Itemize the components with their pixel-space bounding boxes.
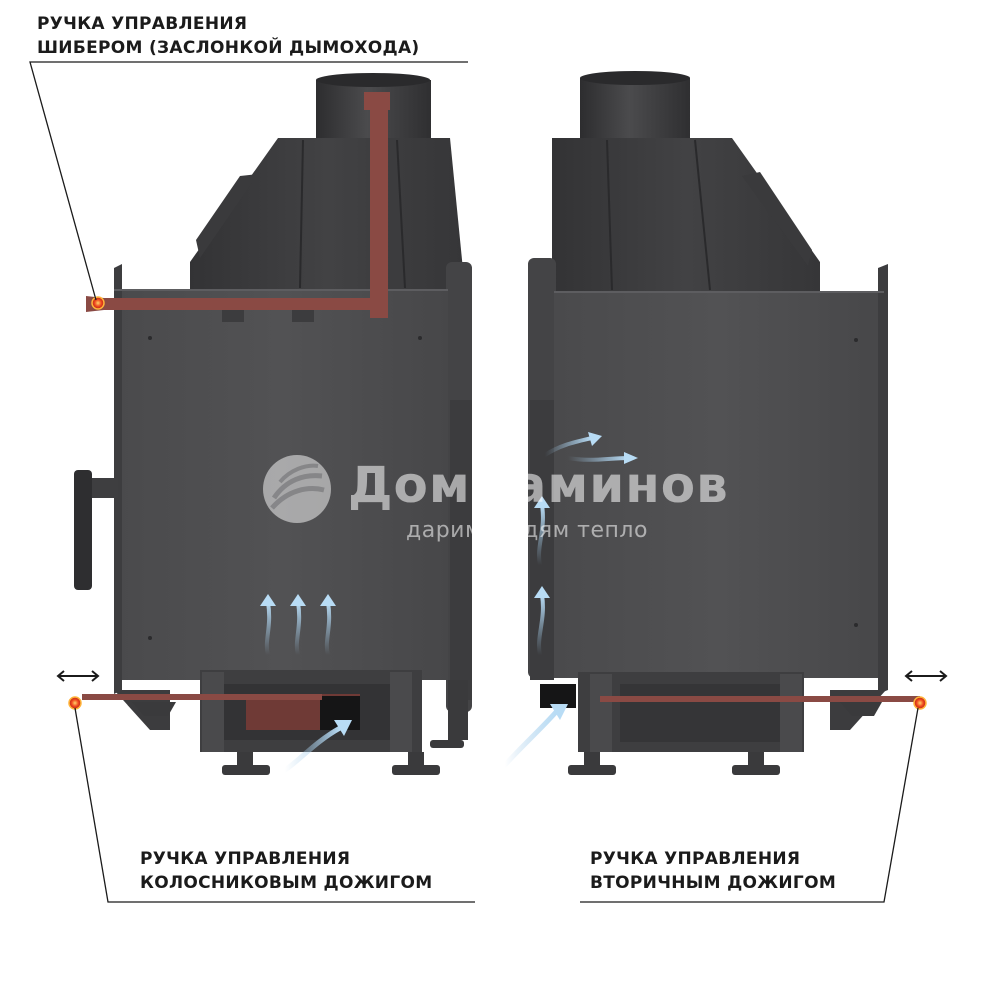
callout-line: РУЧКА УПРАВЛЕНИЯ	[140, 849, 351, 869]
leader-line-damper	[29, 61, 468, 301]
damper-rod	[86, 92, 390, 322]
airflow-arrow-icon	[282, 720, 352, 773]
airflow-arrow-icon	[537, 503, 545, 657]
airflow-arrow-icon	[264, 600, 332, 657]
callout-line: РУЧКА УПРАВЛЕНИЯ	[37, 14, 248, 34]
callout-secondary-burn-handle: РУЧКА УПРАВЛЕНИЯ ВТОРИЧНЫМ ДОЖИГОМ	[590, 847, 836, 895]
airflow-arrow-icon	[502, 704, 568, 768]
control-marker-icon	[91, 296, 105, 310]
chimney-pipe-top	[316, 73, 430, 87]
side-fin	[196, 174, 258, 258]
callout-line: ШИБЕРОМ (ЗАСЛОНКОЙ ДЫМОХОДА)	[37, 38, 420, 58]
leader-line-secondary	[580, 707, 919, 903]
front-panel	[554, 292, 884, 678]
airflow-arrow-icon	[543, 436, 630, 462]
callout-damper-handle: РУЧКА УПРАВЛЕНИЯ ШИБЕРОМ (ЗАСЛОНКОЙ ДЫМО…	[37, 12, 419, 60]
foot	[568, 765, 616, 775]
callout-line: КОЛОСНИКОВЫМ ДОЖИГОМ	[140, 873, 433, 893]
callout-line: РУЧКА УПРАВЛЕНИЯ	[590, 849, 801, 869]
left-right-arrow-icon	[904, 670, 948, 682]
callout-grate-burn-handle: РУЧКА УПРАВЛЕНИЯ КОЛОСНИКОВЫМ ДОЖИГОМ	[140, 847, 432, 895]
callout-line: ВТОРИЧНЫМ ДОЖИГОМ	[590, 873, 837, 893]
grate-burn-rod	[82, 694, 322, 716]
control-marker-icon	[913, 696, 927, 710]
front-panel	[114, 290, 448, 680]
foot	[392, 765, 440, 775]
foot	[222, 765, 270, 775]
left-fireplace	[74, 73, 472, 775]
secondary-burn-rod	[600, 696, 920, 716]
foot	[732, 765, 780, 775]
control-marker-icon	[68, 696, 82, 710]
left-right-arrow-icon	[56, 670, 100, 682]
side-fin	[742, 172, 812, 266]
door-handle	[74, 470, 92, 590]
door-handle-mount	[86, 478, 118, 498]
right-fireplace	[502, 71, 920, 775]
smoke-hood	[190, 138, 465, 290]
leader-line-grate	[74, 707, 475, 903]
chimney-pipe	[580, 78, 690, 140]
chimney-pipe-top	[580, 71, 690, 85]
